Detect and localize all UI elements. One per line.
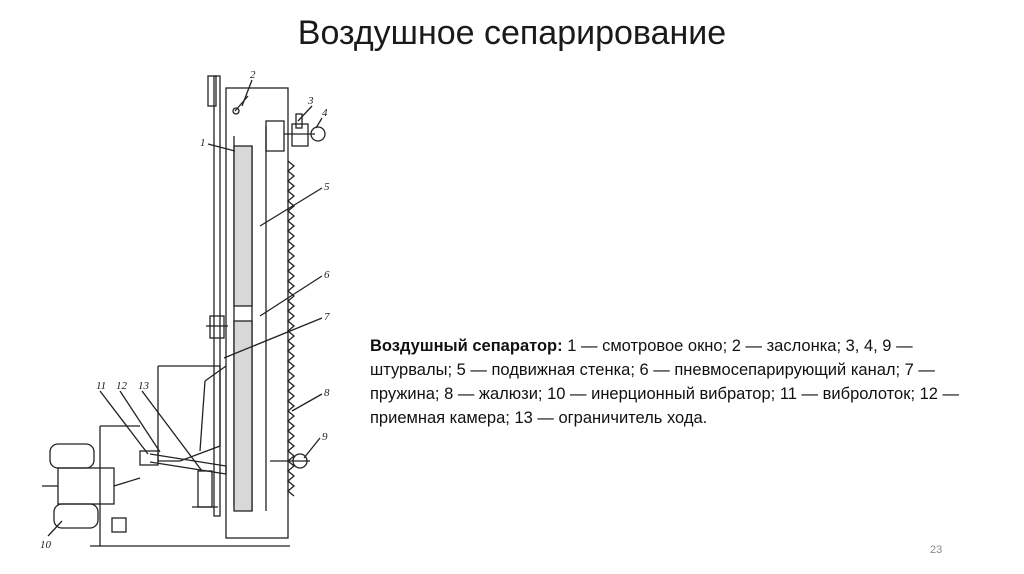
label-11: 11: [96, 380, 106, 392]
handwheel-9-icon: [292, 453, 308, 469]
receiving-chamber: [157, 365, 221, 462]
stroke-limiter: [197, 470, 213, 508]
air-separator-diagram: 1 2 3 4 5 6 7 8 9 10 11 12 13: [40, 69, 330, 551]
label-3: 3: [307, 95, 314, 107]
spring: [209, 315, 225, 339]
slide-title: Воздушное сепарирование: [297, 14, 727, 52]
lower-screen: [233, 320, 253, 512]
rod-top-bracket: [207, 75, 217, 107]
viewing-window: [233, 145, 253, 307]
caption-text: 1 — смотровое окно; 2 — заслонка; 3, 4, …: [370, 337, 960, 427]
column-body: [225, 87, 289, 539]
inertial-vibrator: [49, 443, 95, 469]
louvres: [286, 160, 296, 497]
label-7: 7: [324, 311, 330, 323]
label-2: 2: [250, 69, 256, 81]
page-number: 23: [930, 544, 943, 556]
label-5: 5: [324, 181, 330, 193]
label-8: 8: [324, 387, 330, 399]
left-rod: [213, 75, 221, 517]
label-4: 4: [322, 107, 328, 119]
caption-heading: Воздушный сепаратор:: [370, 337, 563, 355]
top-slider: [265, 120, 285, 152]
vibrating-tray: [139, 450, 159, 466]
vibrator-housing: [57, 467, 115, 505]
label-10: 10: [40, 539, 52, 551]
label-1: 1: [200, 137, 206, 149]
label-9: 9: [322, 431, 328, 443]
label-13: 13: [138, 380, 150, 392]
figure-caption: Воздушный сепаратор: 1 — смотровое окно;…: [370, 334, 980, 430]
handwheel-4-icon: [310, 126, 326, 142]
label-12: 12: [116, 380, 128, 392]
label-6: 6: [324, 269, 330, 281]
